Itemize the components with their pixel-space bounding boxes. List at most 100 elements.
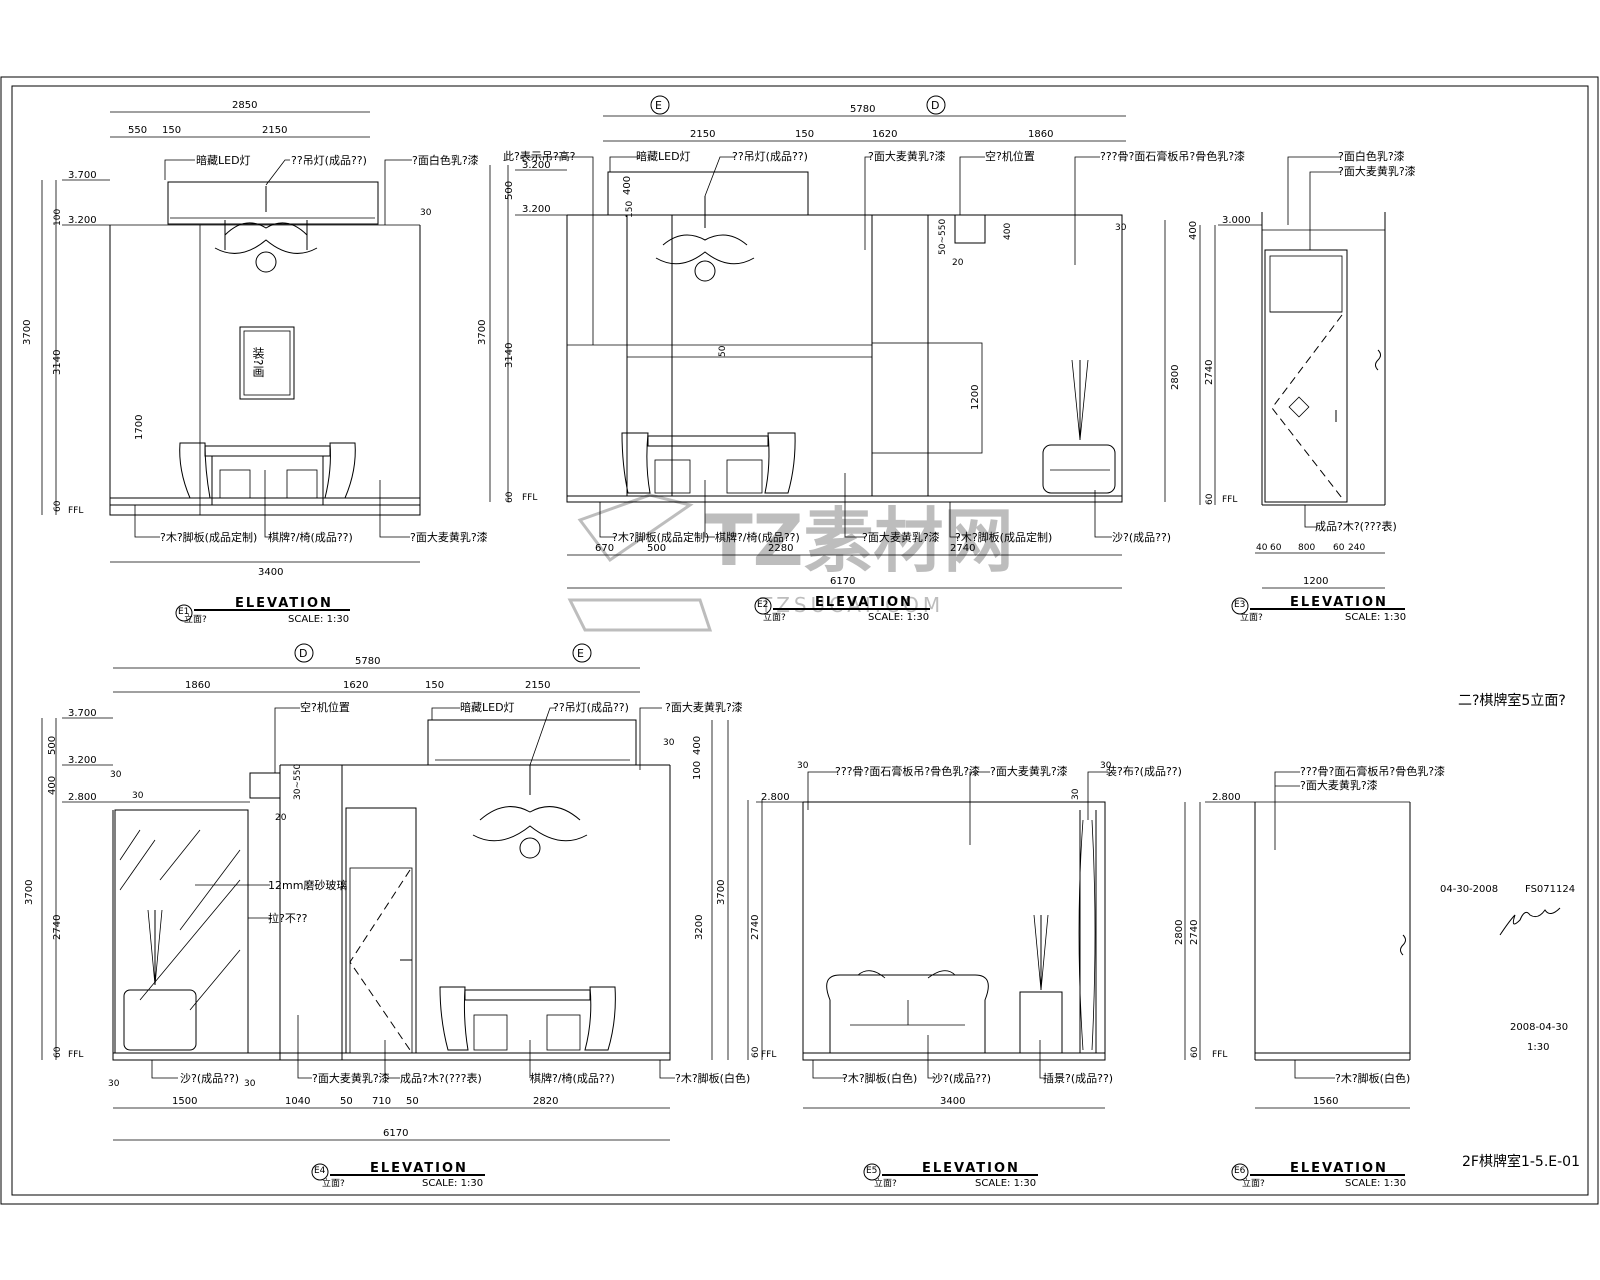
e4-dim-2740: 2740 (52, 915, 63, 940)
e6-label-gypsum: ???骨?面石膏板吊?骨色乳?漆 (1300, 764, 1445, 778)
e5-side-table-icon (1019, 914, 1063, 1054)
scale-note: 1:30 (1527, 1042, 1549, 1053)
e4-dim-50a: 50 (340, 1096, 353, 1107)
e4-dim-50b: 50 (406, 1096, 419, 1107)
e1-level-2: 3.200 (68, 215, 97, 226)
e4-label-chandelier: ??吊灯(成品??) (553, 701, 629, 714)
drawing-number: 2F棋牌室1-5.E-01 (1462, 1153, 1580, 1170)
e2-dim-670: 670 (595, 543, 614, 554)
e2-tag: E2 (757, 600, 768, 610)
e2-dim-2280: 2280 (768, 543, 793, 554)
e4-label-wall-paint: ?面大麦黄乳?漆 (312, 1071, 390, 1085)
inner-frame (11, 85, 1589, 1196)
e1-dim-30: 30 (420, 208, 432, 218)
e4-dim-30-550: 30~550 (293, 764, 303, 800)
elevation-e2: E D 5780 2150 150 1620 1860 3700 3140 50… (477, 95, 1245, 623)
e4-dim-30r: 30 (663, 738, 675, 748)
e4-dim-width: 5780 (355, 656, 380, 667)
e6-label-wall: ?面大麦黄乳?漆 (1300, 778, 1378, 792)
e6-dim-1560: 1560 (1313, 1096, 1338, 1107)
e6-view-label: 立面? (1242, 1177, 1265, 1189)
e2-label-wall-paint-2: ?面大麦黄乳?漆 (862, 530, 940, 544)
e4-table-chairs-icon (439, 986, 616, 1051)
e2-label-chandelier: ??吊灯(成品??) (732, 150, 808, 163)
e4-dim-30d: 30 (244, 1079, 256, 1089)
elevation-e3: 400 2740 60 3.000 FFL 40 60 800 60 240 1… (1188, 149, 1416, 623)
e3-dim-1200: 1200 (1303, 576, 1328, 587)
e2-dim-60: 60 (505, 491, 515, 503)
e5-level: 2.800 (761, 792, 790, 803)
e2-chandelier-icon (655, 196, 755, 282)
e2-level-2: 3.200 (522, 204, 551, 215)
e2-axis-d: D (931, 99, 939, 112)
e4-level-3: 2.800 (68, 792, 97, 803)
e4-dim-b: 1620 (343, 680, 368, 691)
e2-ffl: FFL (522, 493, 537, 503)
e2-dim-1200: 1200 (970, 385, 981, 410)
e5-label-wall: ?面大麦黄乳?漆 (990, 764, 1068, 778)
e5-dim-30b: 30 (1100, 761, 1112, 771)
e1-chandelier-icon (214, 186, 318, 273)
e4-dim-30a: 30 (110, 770, 122, 780)
e1-level-1: 3.700 (68, 170, 97, 181)
e2-dim-c: 1620 (872, 129, 897, 140)
e4-dim-500: 500 (47, 736, 58, 755)
e1-dim-bottom: 3400 (258, 567, 283, 578)
e4-chandelier-icon (472, 765, 588, 859)
title-block: 二?棋牌室5立面? 04-30-2008 FS071124 2008-04-30… (1440, 692, 1580, 1170)
e2-table-chairs-icon (621, 432, 796, 494)
e2-dim-h2: 3140 (504, 343, 515, 368)
e1-table-chairs-icon (179, 442, 356, 505)
e2-label-sofa: 沙?(成品??) (1112, 531, 1171, 544)
e5-label-sofa: 沙?(成品??) (932, 1072, 991, 1085)
e4-dim-30b: 30 (132, 791, 144, 801)
e2-dim-width: 5780 (850, 104, 875, 115)
watermark: TZ素材网 TZSUCAI.COM (567, 493, 1014, 632)
e2-label-table: 棋牌?/椅(成品??) (715, 530, 800, 544)
e4-label-ceiling-paint: ?面大麦黄乳?漆 (665, 700, 743, 714)
e4-dim-400r: 400 (692, 736, 703, 755)
e4-dim-3200: 3200 (694, 915, 705, 940)
e1-dim-h2: 3140 (52, 350, 63, 375)
e4-dim-60: 60 (53, 1046, 63, 1058)
e4-label-table: 棋牌?/椅(成品??) (530, 1071, 615, 1085)
e5-view-label: 立面? (874, 1177, 897, 1189)
watermark-title: TZ素材网 (705, 500, 1014, 582)
e4-dim-2820: 2820 (533, 1096, 558, 1107)
e4-label-skirting: ?木?脚板(白色) (675, 1071, 750, 1085)
e4-chair-icon (123, 909, 197, 1051)
e1-dim-c: 2150 (262, 125, 287, 136)
e2-dim-2740: 2740 (950, 543, 975, 554)
e2-dim-30: 30 (1115, 223, 1127, 233)
e5-dim-2740: 2740 (750, 915, 761, 940)
e5-sofa-icon (826, 970, 989, 1054)
e6-level: 2.800 (1212, 792, 1241, 803)
e2-dim-2800: 2800 (1170, 365, 1181, 390)
e4-level-1: 3.700 (68, 708, 97, 719)
e6-elevation: ELEVATION (1290, 1161, 1388, 1176)
e2-dim-50: 50 (718, 345, 728, 357)
e5-elevation: ELEVATION (922, 1161, 1020, 1176)
e4-dim-1040: 1040 (285, 1096, 310, 1107)
e4-label-led: 暗藏LED灯 (460, 700, 515, 714)
e6-dim-60: 60 (1190, 1046, 1200, 1058)
e2-label-wall-paint: ?面大麦黄乳?漆 (868, 149, 946, 163)
e4-dim-400: 400 (47, 776, 58, 795)
e2-dim-500b: 500 (647, 543, 666, 554)
e4-dim-a: 1860 (185, 680, 210, 691)
e3-ffl: FFL (1222, 495, 1237, 505)
e4-label-door: 成品?木?(???表) (400, 1071, 482, 1085)
e4-glass-hatch (119, 829, 241, 1011)
e3-label-ceiling: ?面白色乳?漆 (1338, 149, 1405, 163)
elevation-e4: D E 5780 1860 1620 150 2150 500 400 3700… (24, 643, 750, 1189)
e4-dim-30c: 30 (108, 1079, 120, 1089)
e3-dim-60b: 60 (1333, 543, 1345, 553)
e1-dim-skirt: 60 (53, 500, 63, 512)
e3-view-label: 立面? (1240, 611, 1263, 623)
e5-dim-30c: 30 (1071, 788, 1081, 800)
e4-dim-c: 150 (425, 680, 444, 691)
e5-label-plant: 插景?(成品??) (1043, 1071, 1113, 1085)
elevation-e6: 2800 2740 60 2.800 FFL 1560 ???骨?面石膏板吊?骨… (1174, 764, 1445, 1189)
e4-level-2: 3.200 (68, 755, 97, 766)
